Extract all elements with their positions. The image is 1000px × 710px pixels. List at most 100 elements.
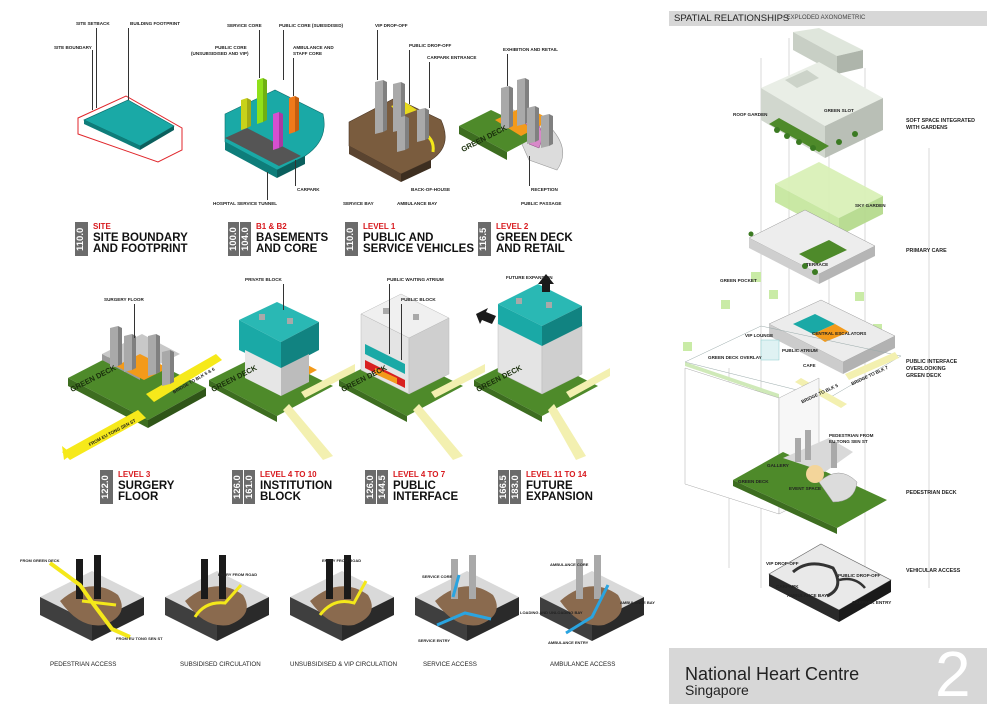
label-ambulance-bay-access: AMBULANCE BAY: [620, 600, 655, 605]
exploded-axonometric: [683, 28, 930, 622]
annot-ambulance-bay: AMBULANCE BAY: [787, 593, 828, 598]
annot-eu-tong-sen: EU TONG SEN ST: [829, 439, 868, 444]
label-site-setback: SITE SETBACK: [76, 21, 110, 26]
title-level3-2: FLOOR: [118, 491, 159, 503]
caption-level3: 122.0 LEVEL 3 SURGERY FLOOR: [100, 470, 220, 510]
elevation-level2: 116.5: [478, 222, 491, 256]
right-header-subtitle: - EXPLODED AXONOMETRIC: [783, 15, 866, 21]
future-expansion-diagram: [474, 274, 610, 460]
annot-carpark: CARPARK: [776, 584, 799, 589]
title-basements-1: BASEMENTS: [256, 232, 329, 244]
caption-vip-circulation: UNSUBSIDISED & VIP CIRCULATION: [290, 661, 398, 668]
title-level2-2: AND RETAIL: [496, 243, 565, 255]
label-public-waiting-atrium: PUBLIC WAITING ATRIUM: [387, 277, 444, 282]
label-ambulance-core: AMBULANCE CORE: [550, 562, 589, 567]
label-public-passage: PUBLIC PASSAGE: [521, 201, 562, 206]
caption-future-expansion: 166.5 183.0 LEVEL 11 TO 14 FUTURE EXPANS…: [498, 470, 618, 510]
title-institution-2: BLOCK: [260, 491, 301, 503]
access-service: [415, 555, 519, 641]
access-pedestrian: [40, 555, 144, 641]
caption-level2: 116.5 LEVEL 2 GREEN DECK AND RETAIL: [478, 222, 598, 262]
label-public-dropoff: PUBLIC DROP-OFF: [409, 43, 452, 48]
footer-title: National Heart Centre: [685, 664, 860, 684]
annot-roof-garden: ROOF GARDEN: [733, 112, 768, 117]
title-level1-2: SERVICE VEHICLES: [363, 243, 474, 255]
label-hospital-service-tunnel: HOSPITAL SERVICE TUNNEL: [213, 201, 278, 206]
level-label-pi: LEVEL 4 TO 7: [393, 470, 446, 479]
annot-event-space: EVENT SPACE: [789, 486, 822, 491]
label-site-boundary: SITE BOUNDARY: [54, 45, 92, 50]
title-pi-1: PUBLIC: [393, 480, 436, 492]
access-ambulance: [540, 555, 644, 641]
label-service-entry: SERVICE ENTRY: [418, 638, 451, 643]
annot-pedestrian-from: PEDESTRIAN FROM: [829, 433, 874, 438]
label-entry-from-road-1: ENTRY FROM ROAD: [218, 572, 258, 577]
caption-pedestrian-access: PEDESTRIAN ACCESS: [50, 661, 117, 668]
caption-ambulance-access: AMBULANCE ACCESS: [550, 661, 616, 668]
label-reception: RECEPTION: [531, 187, 558, 192]
level-label-fe: LEVEL 11 TO 14: [526, 470, 587, 479]
annot-carpark-entry: CARPARK ENTRY: [852, 600, 892, 605]
layer-public-interface-3: GREEN DECK: [906, 373, 942, 379]
annot-central-escalators: CENTRAL ESCALATORS: [812, 331, 867, 336]
annot-green-deck-overlay: GREEN DECK OVERLAY: [708, 355, 762, 360]
annot-vip-lounge: VIP LOUNGE: [745, 333, 774, 338]
right-header-title: SPATIAL RELATIONSHIPS: [674, 13, 790, 24]
footer-subtitle: Singapore: [685, 682, 749, 698]
panel-public-interface: PUBLIC WAITING ATRIUM PUBLIC BLOCK GREEN…: [335, 270, 485, 460]
layer-pedestrian-deck: PEDESTRIAN DECK: [906, 490, 957, 496]
label-public-core-subsidised: PUBLIC CORE (SUBSIDISED): [279, 23, 344, 28]
caption-basements: 100.0 104.0 B1 & B2 BASEMENTS AND CORE: [228, 222, 363, 262]
level-label-institution: LEVEL 4 TO 10: [260, 470, 317, 479]
title-fe-1: FUTURE: [526, 480, 573, 492]
label-ambulance-bay: AMBULANCE BAY: [397, 201, 438, 206]
elevation-basements-2: 104.0: [240, 222, 251, 256]
site-diagram: [77, 95, 183, 163]
label-ambulance-staff: AMBULANCE AND: [293, 45, 334, 50]
layer-soft-space-2: WITH GARDENS: [906, 125, 948, 131]
level3-diagram: [62, 326, 222, 460]
elevation-level3: 122.0: [100, 470, 113, 504]
institution-diagram: [209, 302, 355, 460]
panel-level1: VIP DROP-OFF PUBLIC DROP-OFF CARPARK ENT…: [335, 10, 477, 210]
access-vip: [290, 555, 394, 641]
label-back-of-house: BACK-OF-HOUSE: [411, 187, 451, 192]
right-header: SPATIAL RELATIONSHIPS - EXPLODED AXONOME…: [669, 11, 987, 26]
title-fe-2: EXPANSION: [526, 491, 593, 503]
panel-future-expansion: FUTURE EXPANSION GREEN DECK: [470, 270, 610, 460]
arrow-left-icon: [476, 308, 496, 324]
annot-terrace: TERRACE: [806, 262, 829, 267]
annot-public-dropoff: PUBLIC DROP-OFF: [838, 573, 881, 578]
title-site-1: SITE BOUNDARY: [93, 232, 188, 244]
annot-cafe: CAFE: [803, 363, 816, 368]
label-building-footprint: BUILDING FOOTPRINT: [130, 21, 181, 26]
footer-title-block: National Heart Centre Singapore 2: [669, 642, 987, 706]
layer-public-interface-1: PUBLIC INTERFACE: [906, 359, 958, 365]
elevation-fe-2: 183.0: [510, 470, 521, 504]
label-entry-from-road-2: ENTRY FROM ROAD: [322, 558, 362, 563]
panel-level2: EXHIBITION AND RETAIL RECEPTION PUBLIC P…: [455, 10, 595, 210]
layer-vehicular-access: VEHICULAR ACCESS: [906, 568, 961, 574]
basements-diagram: [224, 78, 325, 178]
elevation-level1: 110.0: [345, 222, 358, 256]
title-institution-1: INSTITUTION: [260, 480, 333, 492]
annot-green-slot: GREEN SLOT: [824, 108, 854, 113]
panel-level3: SURGERY FLOOR GREEN DECK FROM EU TONG SE…: [62, 270, 222, 460]
label-exhibition-retail: EXHIBITION AND RETAIL: [503, 47, 558, 52]
label-vip-dropoff: VIP DROP-OFF: [375, 23, 408, 28]
label-public-block: PUBLIC BLOCK: [401, 297, 436, 302]
annot-green-deck: GREEN DECK: [738, 479, 769, 484]
label-service-core-access: SERVICE CORE: [422, 574, 453, 579]
annot-public-atrium: PUBLIC ATRIUM: [782, 348, 818, 353]
panel-basements: SERVICE CORE PUBLIC CORE (SUBSIDISED) PU…: [191, 10, 345, 210]
sheet-number: 2: [935, 638, 971, 710]
caption-level1: 110.0 LEVEL 1 PUBLIC AND SERVICE VEHICLE…: [345, 222, 480, 262]
caption-institution: 126.0 161.0 LEVEL 4 TO 10 INSTITUTION BL…: [232, 470, 362, 510]
label-carpark-entrance: CARPARK ENTRANCE: [427, 55, 477, 60]
level-label-level1: LEVEL 1: [363, 222, 396, 231]
arrow-up-icon: [538, 274, 554, 292]
annot-sky-garden: SKY GARDEN: [855, 203, 886, 208]
label-service-core: SERVICE CORE: [227, 23, 262, 28]
label-from-eu-tong-sen-access: FROM EU TONG SEN ST: [116, 636, 163, 641]
label-future-expansion: FUTURE EXPANSION: [506, 275, 553, 280]
